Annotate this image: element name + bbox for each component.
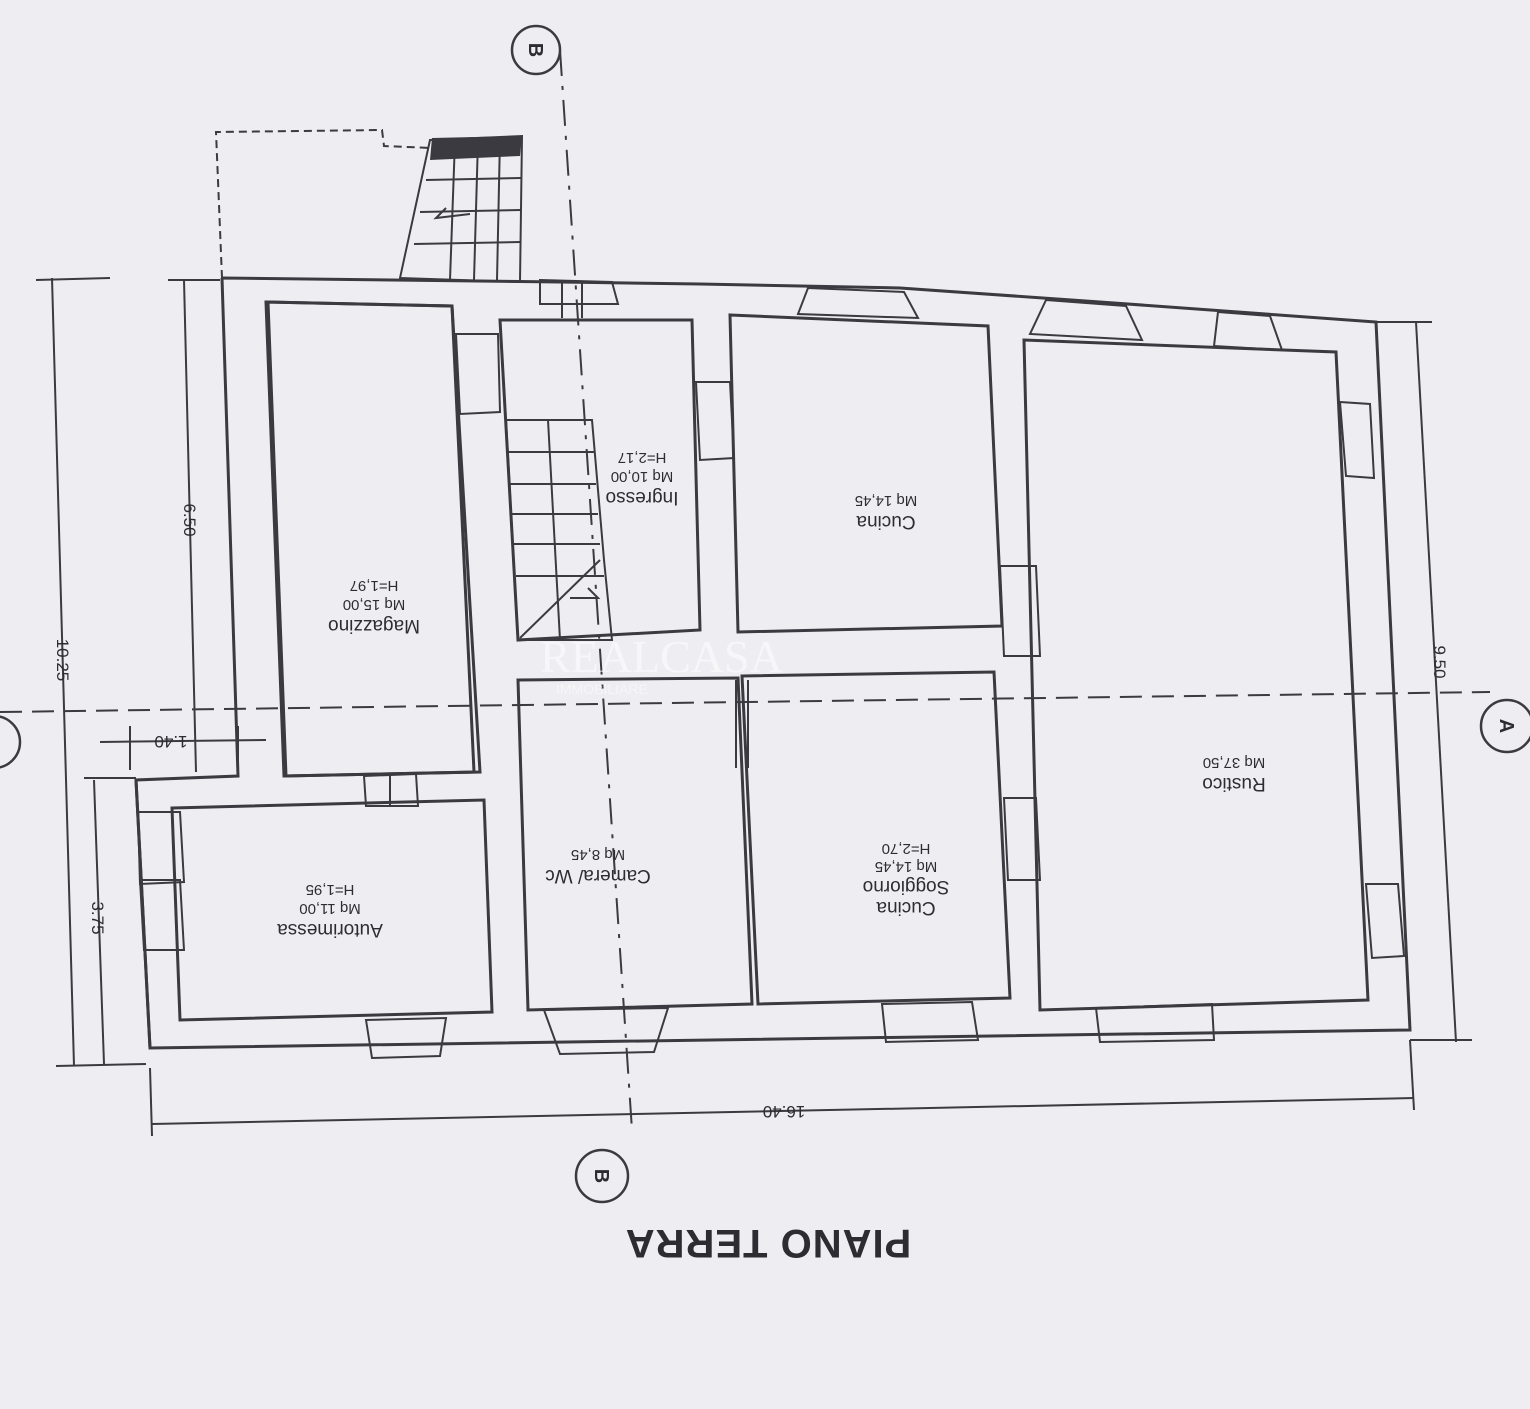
room-labels: Magazzino Mq 15,00 H=1,97 Ingresso Mq 10… [277,449,1266,940]
dimension-lines [35,277,1472,1137]
room-name-cucina-soggiorno-2: Soggiorno [863,876,950,897]
plan-title: PIANO TERRA [625,1221,912,1265]
room-name-ingresso: Ingresso [606,487,679,508]
interior-stair [504,419,614,641]
dim-total-width: 16.40 [763,1102,806,1121]
room-name-magazzino: Magazzino [328,615,420,636]
marker-b-bottom-label: B [590,1169,612,1183]
section-axes [0,49,1491,1131]
room-height-magazzino: H=1,97 [350,577,399,594]
dim-total-depth-right: 9.50 [1430,645,1449,678]
room-height-ingresso: H=2,17 [618,449,667,466]
dim-offset: 1.40 [154,732,187,751]
watermark: REALCASA IMMOBILIARE [540,631,783,697]
room-name-camera: Camera/ Wc [545,865,651,886]
room-area-cucina-soggiorno: Mq 14,45 [875,858,938,875]
section-marker-b-top: B [510,24,562,76]
dim-total-depth-left: 10.25 [53,639,72,682]
section-marker-a: A [1479,698,1530,754]
room-name-autorimessa: Autorimessa [277,919,383,940]
room-height-cucina-soggiorno: H=2,70 [882,840,931,857]
section-marker-a-left [0,715,22,769]
marker-b-top-label: B [524,43,546,57]
room-name-cucina: Cucina [856,511,916,532]
room-height-autorimessa: H=1,95 [306,881,355,898]
dim-depth-upper: 6.50 [180,503,199,536]
dimension-labels: 10.25 6.50 3.75 1.40 16.40 9.50 [53,503,1449,1121]
room-area-magazzino: Mq 15,00 [343,596,406,613]
dim-depth-lower: 3.75 [88,901,107,934]
watermark-sub: IMMOBILIARE [556,681,648,697]
watermark-main: REALCASA [540,631,783,682]
room-area-camera: Mq 8,45 [571,846,625,863]
room-area-ingresso: Mq 10,00 [611,468,674,485]
room-area-autorimessa: Mq 11,00 [299,900,360,917]
room-area-cucina: Mq 14,45 [855,492,918,509]
marker-a-label: A [1495,719,1517,733]
room-name-rustico: Rustico [1202,773,1265,794]
section-marker-b-bottom: B [574,1148,630,1204]
openings [136,278,1406,1060]
room-name-cucina-soggiorno-1: Cucina [876,897,936,918]
exterior-stair [214,128,524,284]
room-area-rustico: Mq 37,50 [1203,754,1266,771]
